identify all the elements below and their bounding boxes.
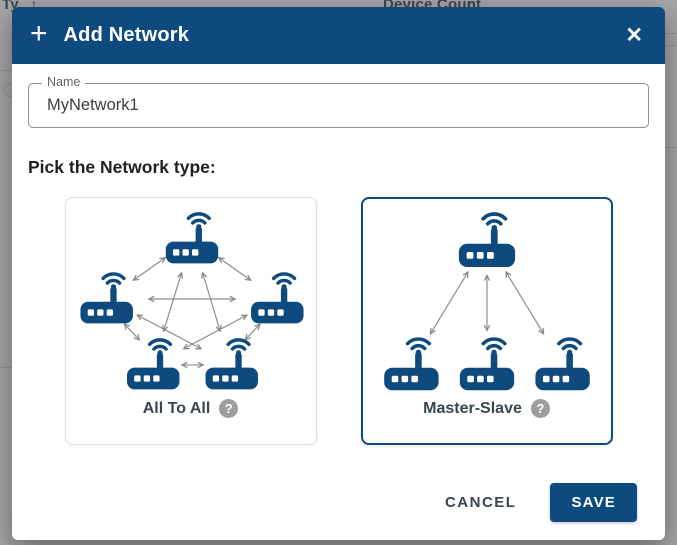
dialog-body: Name Pick the Network type:	[12, 75, 665, 522]
card-label-master-slave: Master-Slave	[423, 399, 522, 417]
router-icons	[79, 212, 304, 392]
card-master-slave[interactable]: Master-Slave ?	[360, 197, 613, 445]
cancel-button[interactable]: CANCEL	[441, 486, 521, 519]
help-icon[interactable]: ?	[219, 399, 239, 418]
bg-table-divider	[665, 45, 677, 46]
bg-table-divider	[0, 70, 12, 71]
bg-table-divider	[0, 367, 12, 368]
master-slave-diagram	[382, 212, 591, 393]
network-type-cards: All To All ?	[28, 197, 649, 445]
all-to-all-diagram	[79, 212, 304, 392]
dialog-actions: CANCEL SAVE	[28, 483, 649, 522]
card-label-all-to-all: All To All	[142, 399, 211, 417]
bg-table-divider	[665, 147, 677, 148]
network-type-section-title: Pick the Network type:	[28, 157, 216, 177]
close-icon[interactable]: ✕	[621, 23, 647, 48]
bg-table-divider	[665, 33, 677, 34]
save-button[interactable]: SAVE	[550, 483, 637, 522]
help-icon[interactable]: ?	[530, 399, 550, 418]
card-label-row: All To All ?	[66, 399, 316, 418]
name-field-label: Name	[42, 75, 86, 89]
bg-card-corner	[4, 83, 12, 97]
sort-arrow-icon: ↑	[467, 0, 473, 11]
dialog-title: Add Network	[63, 24, 190, 46]
add-network-dialog: + Add Network ✕ Name Pick the Network ty…	[12, 7, 665, 540]
network-name-input[interactable]	[29, 84, 648, 127]
dialog-header: + Add Network ✕	[12, 7, 665, 64]
sort-arrow-icon: ↑	[31, 0, 37, 11]
card-label-row: Master-Slave ?	[363, 399, 611, 418]
card-all-to-all[interactable]: All To All ?	[64, 197, 317, 445]
plus-icon: +	[30, 17, 48, 50]
name-field-wrapper: Name	[28, 75, 649, 128]
